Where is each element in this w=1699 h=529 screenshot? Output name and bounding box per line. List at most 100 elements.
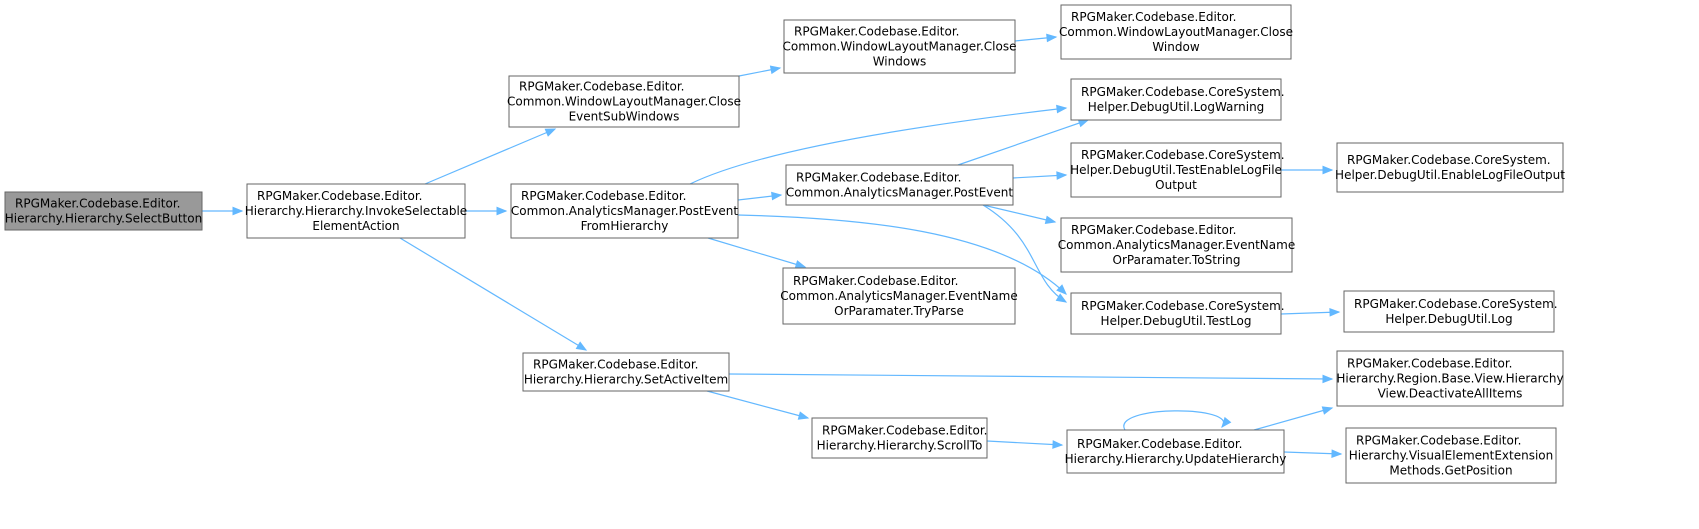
- graph-node-n13[interactable]: RPGMaker.Codebase.CoreSystem.Helper.Debu…: [1070, 292, 1285, 335]
- node-label-line: Hierarchy.Hierarchy.SetActiveItem: [524, 373, 728, 387]
- node-label-line: RPGMaker.Codebase.Editor.: [15, 197, 181, 211]
- node-box: [508, 75, 740, 128]
- edge-n9-to-n10-arrowhead: [1322, 165, 1334, 175]
- node-label-line: FromHierarchy: [581, 219, 669, 233]
- edge-n3-to-n7-line: [689, 107, 1067, 185]
- node-label-line: Window: [1152, 40, 1200, 54]
- edge-n8-to-n13: [982, 204, 1068, 303]
- node-label-line: Helper.DebugUtil.EnableLogFileOutput: [1335, 168, 1565, 182]
- node-label-line: Hierarchy.Hierarchy.InvokeSelectable: [245, 204, 467, 218]
- edge-n1-to-n4: [399, 237, 588, 351]
- edge-n8-to-n9-arrowhead: [1056, 171, 1068, 180]
- edge-n3-to-n8-arrowhead: [771, 191, 783, 201]
- node-label-line: OrParamater.TryParse: [834, 304, 964, 318]
- edge-n8-to-n9: [1012, 171, 1068, 180]
- graph-node-n10[interactable]: RPGMaker.Codebase.CoreSystem.Helper.Debu…: [1335, 142, 1565, 193]
- node-label-line: RPGMaker.Codebase.CoreSystem.: [1081, 85, 1285, 99]
- node-box: [1060, 4, 1292, 60]
- node-label-line: RPGMaker.Codebase.Editor.: [1071, 223, 1237, 237]
- edge-n17-to-n17-arrowhead: [1221, 416, 1232, 429]
- edge-n1-to-n4-line: [399, 237, 587, 351]
- edge-n1-to-n2: [424, 128, 557, 185]
- node-label-line: RPGMaker.Codebase.Editor.: [257, 189, 423, 203]
- node-label-line: Helper.DebugUtil.TestEnableLogFile: [1070, 163, 1282, 177]
- node-label-line: RPGMaker.Codebase.Editor.: [521, 189, 687, 203]
- edge-n1-to-n4-arrowhead: [575, 341, 588, 351]
- edge-n8-to-n7-arrowhead: [1077, 119, 1090, 128]
- edge-n4-to-n15: [728, 373, 1334, 384]
- edge-n16-to-n17-line: [986, 440, 1063, 446]
- edge-n2-to-n5: [738, 65, 782, 77]
- edge-n4-to-n15-arrowhead: [1322, 374, 1334, 384]
- node-box: [1060, 217, 1293, 273]
- graph-node-n9[interactable]: RPGMaker.Codebase.CoreSystem.Helper.Debu…: [1070, 142, 1285, 198]
- graph-node-n1[interactable]: RPGMaker.Codebase.Editor.Hierarchy.Hiera…: [245, 183, 467, 239]
- node-box: [785, 164, 1014, 206]
- edge-n8-to-n7-line: [957, 119, 1089, 166]
- node-label-line: OrParamater.ToString: [1113, 253, 1241, 267]
- graph-node-n6[interactable]: RPGMaker.Codebase.Editor.Common.WindowLa…: [1059, 4, 1293, 60]
- edge-n5-to-n6-arrowhead: [1046, 33, 1058, 43]
- node-label-line: Output: [1155, 178, 1197, 192]
- node-label-line: RPGMaker.Codebase.Editor.: [1077, 437, 1243, 451]
- edge-n16-to-n17: [986, 440, 1064, 449]
- edge-n3-to-n13: [737, 214, 1067, 295]
- graph-node-n7[interactable]: RPGMaker.Codebase.CoreSystem.Helper.Debu…: [1070, 78, 1285, 121]
- node-label-line: RPGMaker.Codebase.Editor.: [519, 80, 685, 94]
- node-label-line: Hierarchy.Hierarchy.UpdateHierarchy: [1065, 452, 1287, 466]
- node-label-line: Common.AnalyticsManager.PostEvent: [786, 186, 1013, 200]
- node-box: [1070, 78, 1282, 121]
- graph-node-n14[interactable]: RPGMaker.Codebase.CoreSystem.Helper.Debu…: [1343, 290, 1558, 333]
- node-box: [811, 417, 988, 459]
- graph-node-n16[interactable]: RPGMaker.Codebase.Editor.Hierarchy.Hiera…: [811, 417, 988, 459]
- graph-node-n0[interactable]: RPGMaker.Codebase.Editor.Hierarchy.Hiera…: [4, 191, 203, 231]
- node-box: [246, 183, 466, 239]
- node-label-line: Helper.DebugUtil.Log: [1385, 312, 1512, 326]
- node-label-line: Helper.DebugUtil.TestLog: [1101, 314, 1252, 328]
- graph-node-n3[interactable]: RPGMaker.Codebase.Editor.Common.Analytic…: [510, 183, 739, 239]
- edge-n13-to-n14: [1280, 307, 1341, 317]
- node-box: [1343, 290, 1555, 333]
- node-box: [1070, 142, 1282, 198]
- node-label-line: Methods.GetPosition: [1389, 464, 1512, 478]
- node-label-line: RPGMaker.Codebase.CoreSystem.: [1081, 148, 1285, 162]
- edges-layer: [202, 33, 1343, 459]
- edge-n1-to-n2-line: [424, 128, 556, 185]
- edge-n13-to-n14-line: [1280, 311, 1340, 315]
- edge-n8-to-n13-line: [982, 204, 1067, 303]
- edge-n3-to-n7-arrowhead: [1056, 104, 1068, 114]
- node-label-line: ElementAction: [312, 219, 399, 233]
- node-label-line: Hierarchy.Hierarchy.ScrollTo: [817, 439, 983, 453]
- graph-node-n15[interactable]: RPGMaker.Codebase.Editor.Hierarchy.Regio…: [1336, 350, 1564, 407]
- edge-n3-to-n12-arrowhead: [794, 260, 807, 269]
- edge-n1-to-n2-arrowhead: [544, 128, 557, 137]
- node-label-line: Helper.DebugUtil.LogWarning: [1088, 100, 1265, 114]
- edge-n8-to-n7: [957, 119, 1090, 166]
- node-label-line: EventSubWindows: [569, 110, 680, 124]
- edge-n17-to-n17-line: [1123, 410, 1225, 431]
- node-box: [1336, 350, 1564, 407]
- edge-n8-to-n11-line: [982, 204, 1056, 223]
- graph-node-n2[interactable]: RPGMaker.Codebase.Editor.Common.WindowLa…: [507, 75, 741, 128]
- node-box: [782, 267, 1016, 325]
- node-label-line: RPGMaker.Codebase.Editor.: [796, 171, 962, 185]
- graph-node-n5[interactable]: RPGMaker.Codebase.Editor.Common.WindowLa…: [783, 19, 1017, 74]
- edge-n3-to-n12: [707, 237, 807, 269]
- graph-node-n8[interactable]: RPGMaker.Codebase.Editor.Common.Analytic…: [785, 164, 1014, 206]
- edge-n3-to-n13-line: [737, 214, 1067, 295]
- graph-node-n4[interactable]: RPGMaker.Codebase.Editor.Hierarchy.Hiera…: [522, 352, 730, 392]
- graph-node-n18[interactable]: RPGMaker.Codebase.Editor.Hierarchy.Visua…: [1345, 427, 1557, 484]
- node-label-line: Common.AnalyticsManager.PostEvent: [511, 204, 738, 218]
- node-label-line: RPGMaker.Codebase.Editor.: [533, 358, 699, 372]
- node-label-line: Hierarchy.Hierarchy.SelectButton: [5, 212, 202, 226]
- node-box: [1336, 142, 1564, 193]
- node-box: [1345, 427, 1557, 484]
- graph-node-n11[interactable]: RPGMaker.Codebase.Editor.Common.Analytic…: [1058, 217, 1295, 273]
- edge-n8-to-n11: [982, 204, 1057, 225]
- node-label-line: RPGMaker.Codebase.Editor.: [1347, 357, 1513, 371]
- edge-n1-to-n3-arrowhead: [496, 206, 508, 216]
- graph-node-n12[interactable]: RPGMaker.Codebase.Editor.Common.Analytic…: [780, 267, 1018, 325]
- graph-node-n17[interactable]: RPGMaker.Codebase.Editor.Hierarchy.Hiera…: [1065, 429, 1287, 474]
- edge-n17-to-n18-line: [1283, 451, 1342, 455]
